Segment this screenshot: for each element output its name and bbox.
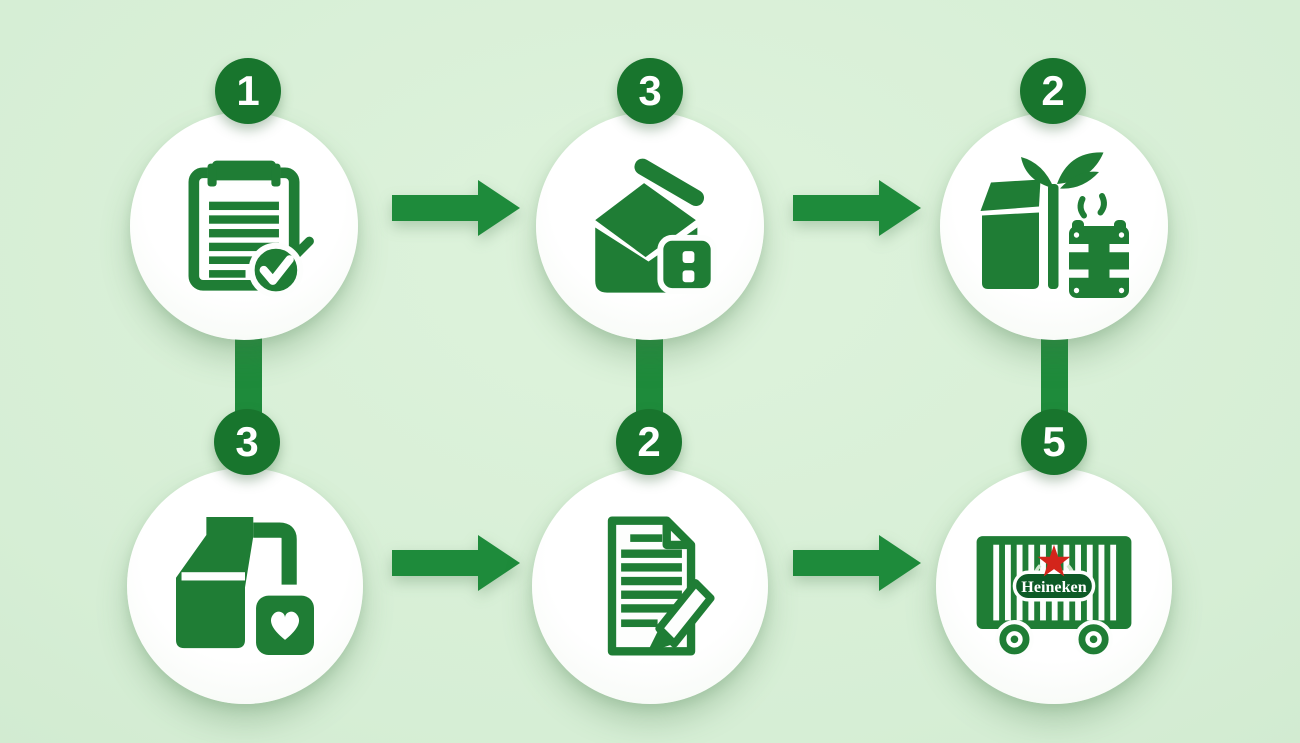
- open-box-package-icon: [595, 158, 717, 295]
- heineken-label-text: Heineken: [1021, 579, 1087, 596]
- heineken-label-plate: [1012, 570, 1096, 602]
- flow-arrow-right-icon: [392, 180, 520, 236]
- step-badge-4: 3: [214, 409, 280, 475]
- step-circle-6: Heineken: [936, 468, 1172, 704]
- red-star-icon: [1037, 544, 1071, 577]
- step-badge-3: 2: [1020, 58, 1086, 124]
- step-badge-1: 1: [215, 58, 281, 124]
- clipboard-checklist-icon: [188, 160, 314, 298]
- flow-arrow-right-icon: [793, 535, 921, 591]
- flow-arrow-right-icon: [392, 535, 520, 591]
- step-circle-3: [940, 112, 1168, 340]
- step-circle-2: [536, 112, 764, 340]
- package-plant-crate-icon: [980, 152, 1129, 298]
- step-badge-5: 2: [616, 409, 682, 475]
- flow-arrow-right-icon: [793, 180, 921, 236]
- step-badge-2: 3: [617, 58, 683, 124]
- step-badge-6: 5: [1021, 409, 1087, 475]
- document-pen-icon: [607, 516, 715, 656]
- carton-heart-box-icon: [176, 517, 314, 655]
- heineken-container-icon: Heineken: [976, 536, 1132, 659]
- step-circle-1: [130, 112, 358, 340]
- step-circle-5: [532, 468, 768, 704]
- step-circle-4: [127, 468, 363, 704]
